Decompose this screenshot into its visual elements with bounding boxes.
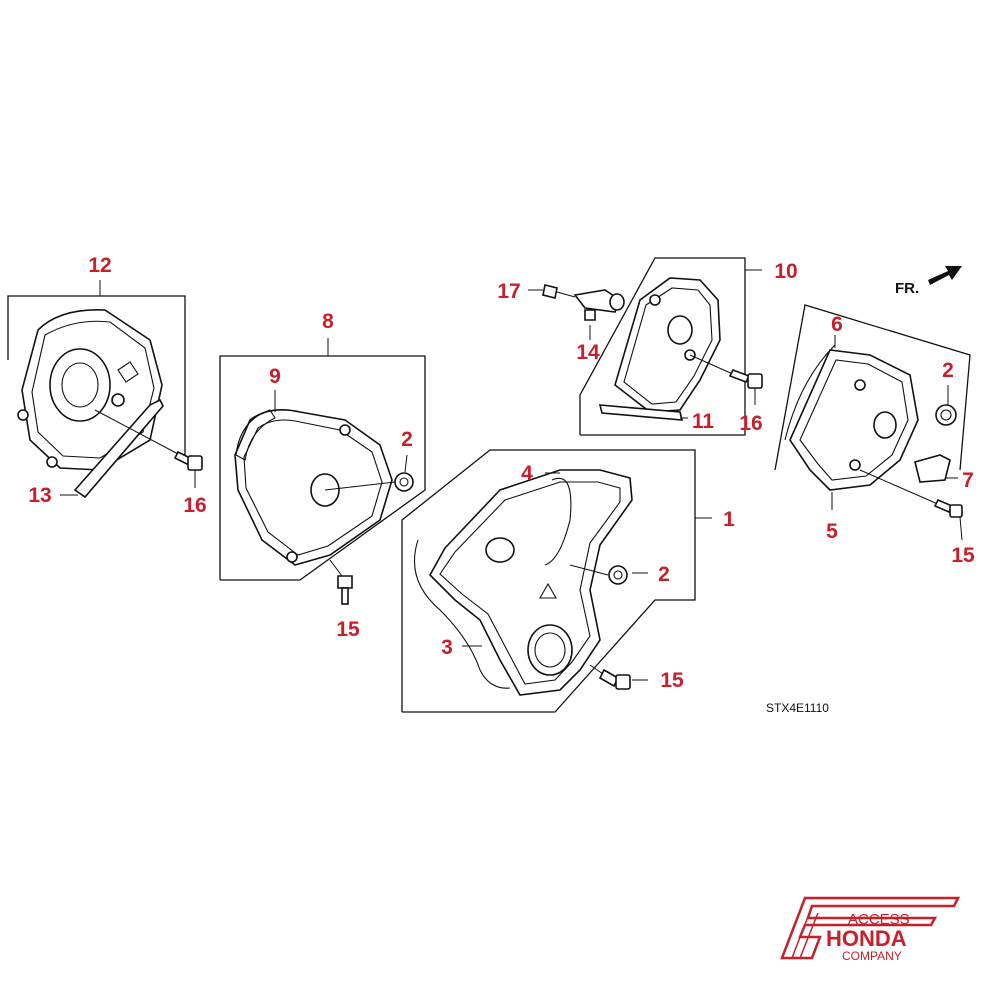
callout-13: 13 — [28, 484, 51, 507]
callouts: 12 13 16 8 9 2 15 17 14 10 11 16 4 1 2 3… — [28, 254, 975, 692]
upper-front-cover-group — [528, 257, 763, 436]
grommet-2b — [608, 565, 628, 585]
callout-7: 7 — [962, 469, 974, 492]
callout-11: 11 — [692, 410, 715, 433]
callout-2-right: 2 — [942, 359, 954, 382]
callout-15-lower: 15 — [660, 669, 684, 692]
callout-15-middle: 15 — [336, 618, 360, 641]
logo-line-1: ACCESS — [848, 911, 910, 928]
upper-back-cover-group — [7, 280, 203, 499]
callout-2-middle: 2 — [401, 428, 413, 451]
right-cover-group — [774, 304, 971, 541]
callout-8: 8 — [322, 310, 334, 333]
right-seal-6 — [784, 344, 836, 441]
group-box-1 — [401, 449, 696, 713]
callout-9: 9 — [269, 365, 281, 388]
callout-4: 4 — [521, 462, 533, 485]
callout-16-left: 16 — [183, 494, 206, 517]
callout-16-right: 16 — [739, 412, 762, 435]
group-box-5 — [774, 304, 971, 471]
callout-5: 5 — [826, 520, 838, 543]
middle-cover-group — [219, 338, 426, 605]
group-box-12 — [7, 295, 186, 455]
lower-seal-3 — [413, 539, 511, 689]
group-box-10 — [579, 257, 746, 436]
logo-emblem-icon — [780, 896, 961, 960]
group-box-8 — [219, 355, 426, 581]
callout-12: 12 — [88, 254, 111, 277]
callout-3: 3 — [441, 636, 453, 659]
grommet-2c — [935, 404, 957, 426]
logo-line-3: COMPANY — [842, 949, 902, 963]
callout-10: 10 — [774, 260, 797, 283]
upper-seal-4 — [544, 477, 572, 566]
front-label: FR. — [895, 280, 919, 297]
callout-1: 1 — [723, 508, 735, 531]
pad-7 — [914, 454, 951, 483]
access-honda-logo: ACCESS HONDA COMPANY — [780, 896, 961, 963]
front-arrow-icon — [928, 266, 962, 285]
grommet-2a — [394, 472, 414, 492]
callout-6: 6 — [831, 313, 843, 336]
callout-17: 17 — [497, 280, 520, 303]
callout-15-right: 15 — [951, 544, 975, 567]
callout-14: 14 — [576, 341, 600, 364]
lower-cover-group — [401, 449, 712, 713]
callout-2-lower: 2 — [658, 563, 670, 586]
bracket-11 — [598, 404, 684, 421]
front-direction-indicator: FR. — [895, 266, 962, 297]
back-cover-bracket — [73, 398, 164, 499]
diagram-code: STX4E1110 — [766, 701, 829, 715]
right-cover-body — [789, 349, 919, 491]
bolt-17 — [542, 284, 558, 299]
logo-line-2: HONDA — [826, 926, 907, 951]
